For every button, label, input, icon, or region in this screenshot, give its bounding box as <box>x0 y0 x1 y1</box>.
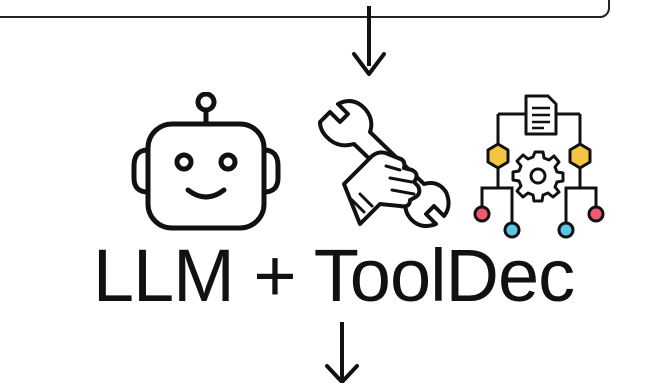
previous-step-box <box>0 0 610 18</box>
robot-icon <box>131 92 281 231</box>
down-arrow-top <box>352 6 386 76</box>
diagram-caption: LLM + ToolDec <box>92 234 575 317</box>
workflow-document-gear-icon <box>473 94 605 239</box>
down-arrow-bottom <box>325 322 359 383</box>
wrench-hand-icon <box>318 99 451 228</box>
